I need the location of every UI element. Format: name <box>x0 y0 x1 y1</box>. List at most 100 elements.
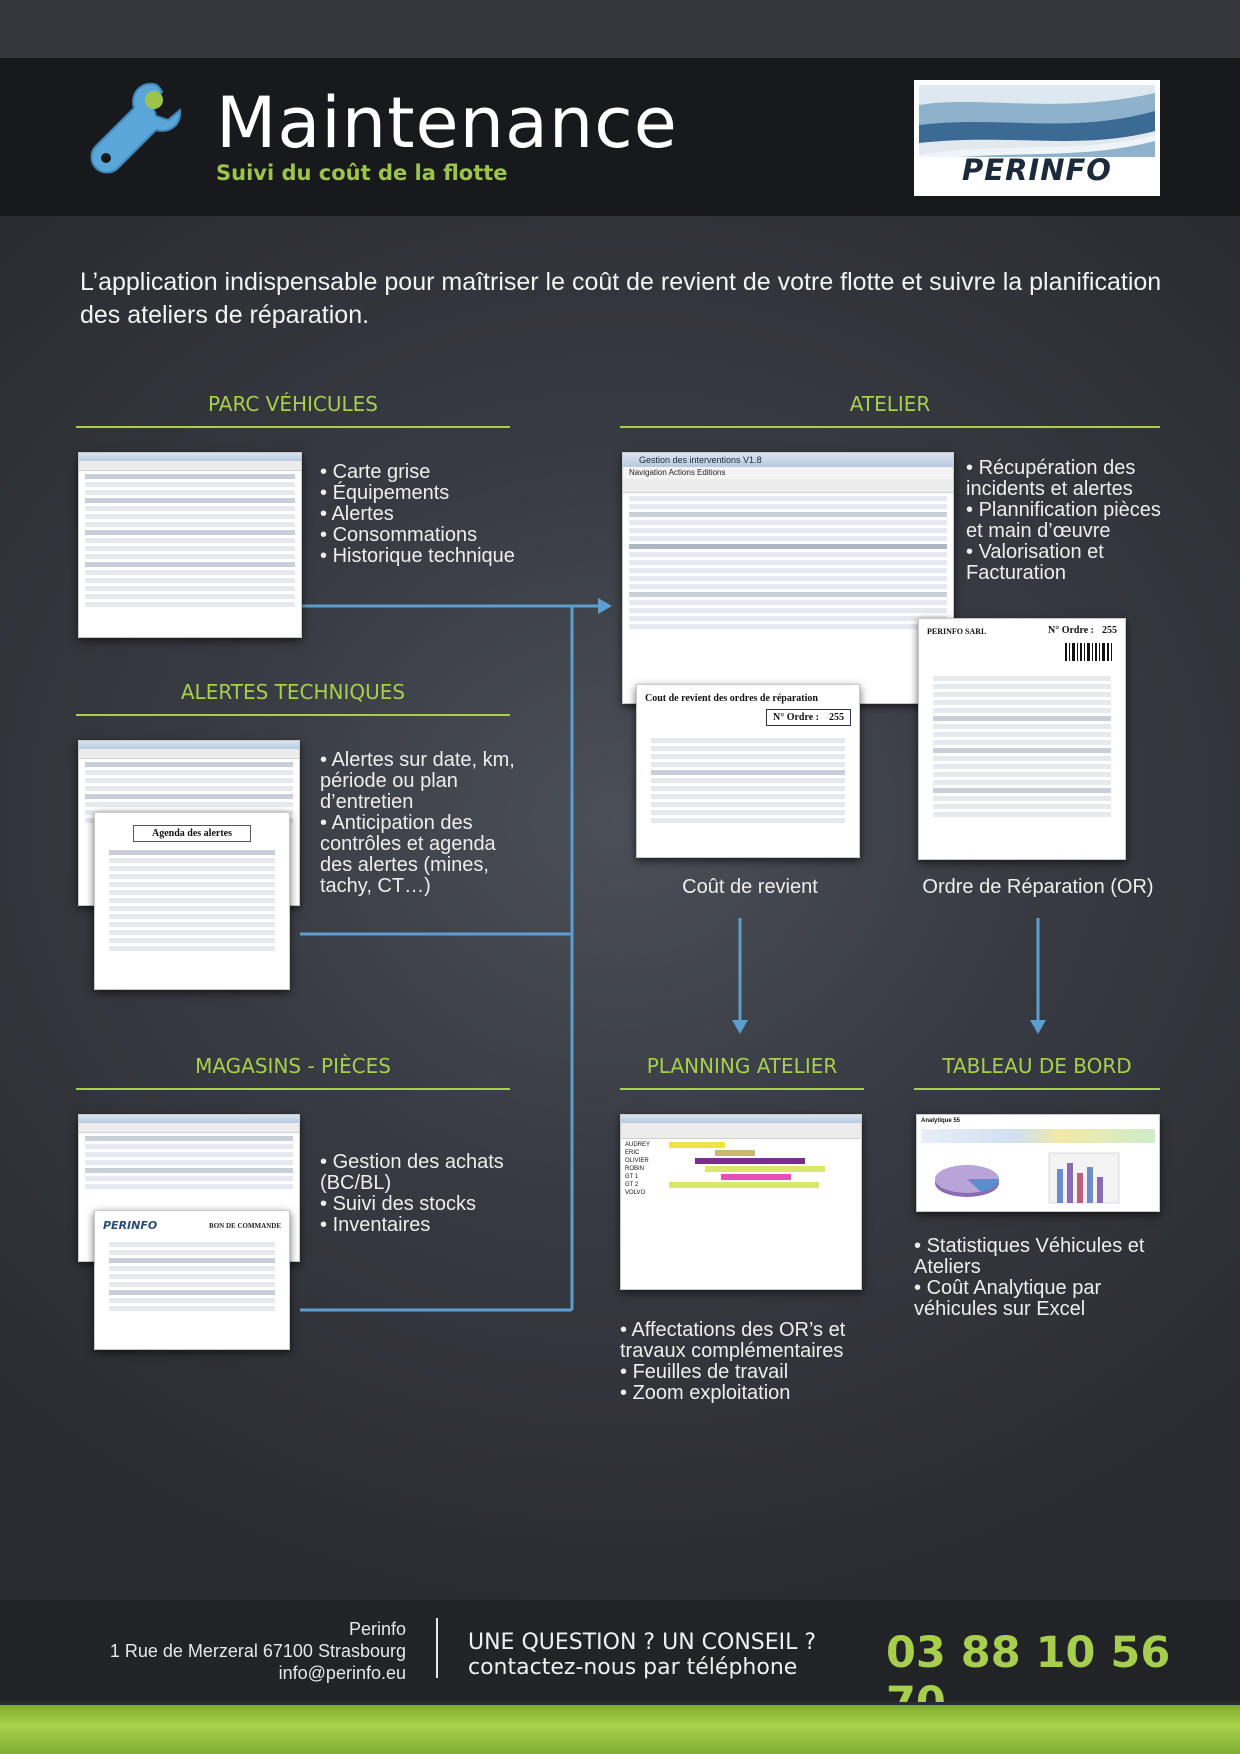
section-title-parc: PARC VÉHICULES <box>207 392 379 416</box>
parc-bullets: Carte grise Équipements Alertes Consomma… <box>320 462 560 567</box>
or-ordre-box: N° Ordre : 255 <box>1048 625 1117 636</box>
ordre-label: N° Ordre : <box>772 712 819 723</box>
form-rows <box>79 1136 299 1189</box>
section-rule-planning <box>620 1088 864 1090</box>
section-title-alertes: ALERTES TECHNIQUES <box>180 680 406 704</box>
doc-title: BON DE COMMANDE <box>209 1221 281 1230</box>
section-title-planning: PLANNING ATELIER <box>646 1054 838 1078</box>
planning-row-labels: AUDREY ERIC OLIVIER ROBIN GT 1 GT 2 VOLV… <box>625 1141 665 1197</box>
footer-address-block: Perinfo 1 Rue de Merzeral 67100 Strasbou… <box>110 1618 406 1684</box>
tableau-bullets: Statistiques Véhicules et Ateliers Coût … <box>914 1236 1164 1320</box>
section-rule-tableau <box>914 1088 1160 1090</box>
toolbar <box>623 479 953 493</box>
header-band: Maintenance Suivi du coût de la flotte P… <box>0 58 1240 216</box>
planning-grid: AUDREY ERIC OLIVIER ROBIN GT 1 GT 2 VOLV… <box>625 1141 857 1197</box>
section-rule-parc <box>76 426 510 428</box>
ordre-box: N° Ordre : 255 <box>765 709 851 726</box>
bon-commande-document: PERINFO BON DE COMMANDE <box>94 1210 290 1350</box>
form-rows <box>623 496 953 629</box>
toolbar <box>621 1123 861 1139</box>
footer-company: Perinfo <box>348 1619 406 1639</box>
agenda-title: Agenda des alertes <box>133 825 251 842</box>
planning-bar <box>705 1166 825 1172</box>
doc-logo: PERINFO <box>103 1219 158 1232</box>
barcode-icon <box>1065 643 1112 661</box>
wrench-icon <box>90 82 182 174</box>
bottom-green-strip <box>0 1702 1240 1754</box>
ordre-reparation-document: PERINFO SARL N° Ordre : 255 <box>918 618 1126 860</box>
cout-revient-document: Cout de revient des ordres de réparation… <box>636 684 860 858</box>
toolbar <box>79 461 301 471</box>
row-label: GT 2 <box>625 1182 639 1188</box>
row-label: GT 1 <box>625 1174 639 1180</box>
planning-screenshot: AUDREY ERIC OLIVIER ROBIN GT 1 GT 2 VOLV… <box>620 1114 862 1290</box>
agenda-document: Agenda des alertes <box>94 812 290 990</box>
agenda-table <box>103 850 281 951</box>
planning-bullets: Affectations des OR’s et travaux complém… <box>620 1320 880 1404</box>
question-line-1: UNE QUESTION ? UN CONSEIL ? <box>468 1630 817 1655</box>
section-title-atelier: ATELIER <box>849 392 931 416</box>
footer-divider <box>436 1618 438 1678</box>
row-label: ERIC <box>625 1150 640 1156</box>
planning-bar <box>669 1182 819 1188</box>
bullet-item: Coût Analytique par véhicules sur Excel <box>914 1278 1164 1320</box>
row-label: VOLVO <box>625 1190 646 1196</box>
arrowhead-tableau <box>1030 1020 1046 1034</box>
magasins-bullets: Gestion des achats (BC/BL) Suivi des sto… <box>320 1152 530 1236</box>
bullet-item: Affectations des OR’s et travaux complém… <box>620 1320 880 1362</box>
bullet-item: Plannification pièces et main d’œuvre <box>966 500 1166 542</box>
logo-text: PERINFO <box>962 153 1112 187</box>
ordre-number: 255 <box>829 712 844 723</box>
bullet-item: Inventaires <box>320 1215 530 1236</box>
bullet-item: Consommations <box>320 525 560 546</box>
sheet-title: Analytique 55 <box>921 1118 961 1124</box>
row-label: OLIVIER <box>625 1158 649 1164</box>
window-titlebar <box>79 453 301 461</box>
bullet-item: Alertes <box>320 504 560 525</box>
bullet-item: Statistiques Véhicules et Ateliers <box>914 1236 1164 1278</box>
section-title-magasins: MAGASINS - PIÈCES <box>195 1054 391 1078</box>
bullet-item: Gestion des achats (BC/BL) <box>320 1152 530 1194</box>
cost-table <box>645 738 851 823</box>
footer-address: 1 Rue de Merzeral 67100 Strasbourg <box>109 1641 406 1661</box>
bullet-item: Récupération des incidents et alertes <box>966 458 1166 500</box>
footer-email[interactable]: info@perinfo.eu <box>278 1663 406 1683</box>
section-rule-magasins <box>76 1088 510 1090</box>
bullet-item: Anticipation des contrôles et agenda des… <box>320 813 530 897</box>
caption-ordre-reparation: Ordre de Réparation (OR) <box>922 876 1154 898</box>
window-titlebar <box>621 1115 861 1123</box>
dashboard-charts <box>935 1152 1120 1204</box>
tableau-screenshot: Analytique 55 <box>916 1114 1160 1212</box>
intro-text: L’application indispensable pour maîtris… <box>80 268 1162 329</box>
bullet-item: Suivi des stocks <box>320 1194 530 1215</box>
or-ordre-number: 255 <box>1102 625 1117 636</box>
planning-bar <box>721 1174 791 1180</box>
arrowhead-planning <box>732 1020 748 1034</box>
bullet-item: Historique technique <box>320 546 560 567</box>
top-strip <box>0 0 1240 58</box>
menu-bar: Navigation Actions Editions <box>623 467 953 479</box>
section-title-tableau: TABLEAU DE BORD <box>942 1054 1132 1078</box>
bullet-item: Alertes sur date, km, période ou plan d’… <box>320 750 530 813</box>
window-title: Gestion des interventions V1.8 <box>623 453 953 467</box>
section-rule-alertes <box>76 714 510 716</box>
bullet-item: Feuilles de travail <box>620 1362 880 1383</box>
alertes-bullets: Alertes sur date, km, période ou plan d’… <box>320 750 530 897</box>
row-label: AUDREY <box>625 1142 651 1148</box>
window-titlebar <box>79 1115 299 1123</box>
bullet-item: Carte grise <box>320 462 560 483</box>
footer: Perinfo 1 Rue de Merzeral 67100 Strasbou… <box>0 1600 1240 1728</box>
form-rows <box>79 474 301 607</box>
arrowhead-atelier <box>598 598 612 614</box>
cout-title: Cout de revient des ordres de réparation <box>645 693 818 704</box>
bullet-item: Valorisation et Facturation <box>966 542 1166 584</box>
atelier-bullets: Récupération des incidents et alertes Pl… <box>966 458 1166 584</box>
logo-road-graphic <box>919 85 1155 191</box>
atelier-screenshot: Gestion des interventions V1.8 Navigatio… <box>622 452 954 704</box>
planning-bar <box>695 1158 805 1164</box>
page-subtitle: Suivi du coût de la flotte <box>216 161 508 185</box>
footer-question: UNE QUESTION ? UN CONSEIL ? contactez-no… <box>468 1630 816 1680</box>
bullet-item: Zoom exploitation <box>620 1383 880 1404</box>
caption-cout-revient: Coût de revient <box>682 876 818 898</box>
page-title: Maintenance <box>216 82 678 164</box>
